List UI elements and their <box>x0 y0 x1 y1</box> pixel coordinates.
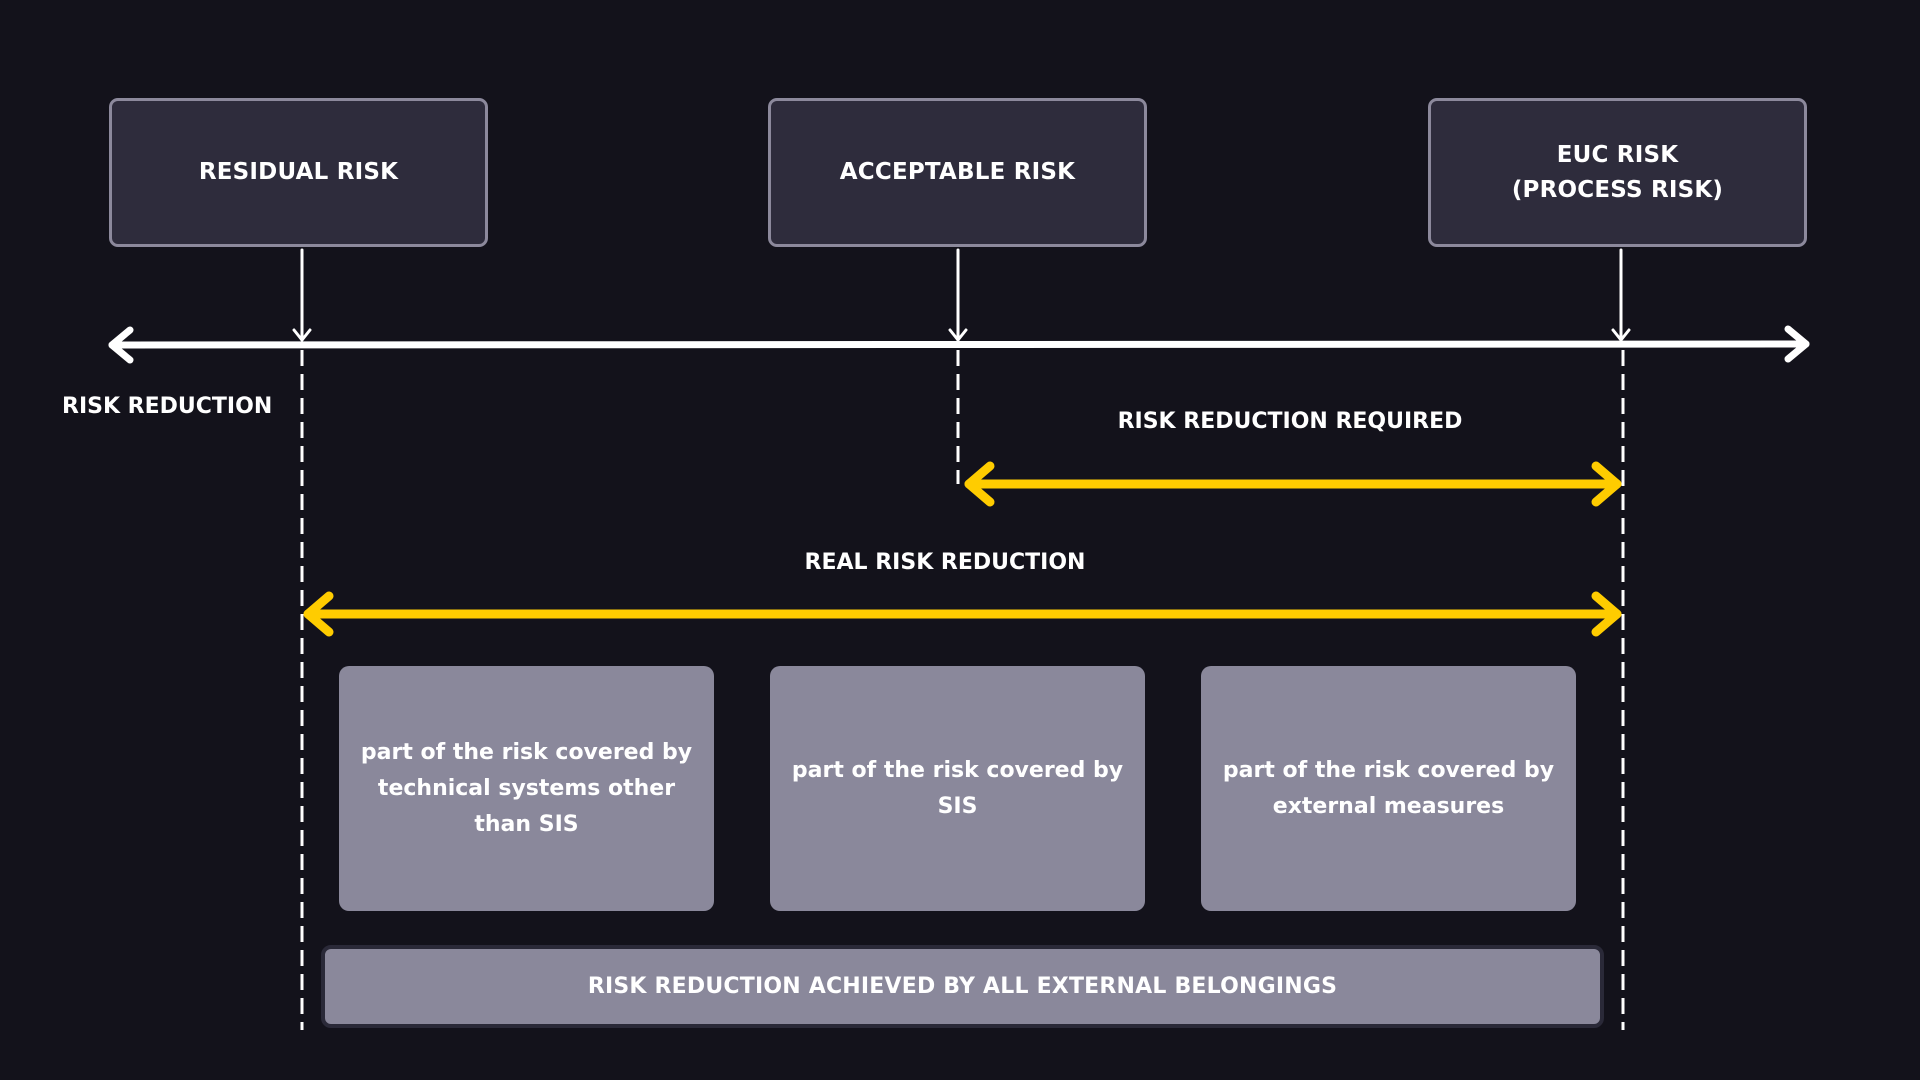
total-reduction-label: RISK REDUCTION ACHIEVED BY ALL EXTERNAL … <box>587 974 1338 999</box>
part-box-external-measures: part of the risk covered by external mea… <box>1201 666 1576 911</box>
required-arrow-right-head <box>1591 461 1622 507</box>
risk-reduction-required-label: RISK REDUCTION REQUIRED <box>1117 409 1463 434</box>
real-arrow-left-head <box>303 591 334 637</box>
total-reduction-bar: RISK REDUCTION ACHIEVED BY ALL EXTERNAL … <box>321 945 1604 1028</box>
residual-risk-label: RESIDUAL RISK <box>198 159 399 185</box>
connector-acceptable-arrowhead <box>948 328 968 342</box>
axis-right-arrowhead <box>1784 325 1810 363</box>
risk-reduction-axis-label: RISK REDUCTION <box>62 394 273 419</box>
acceptable-risk-label: ACCEPTABLE RISK <box>839 159 1076 185</box>
connector-euc-arrowhead <box>1611 328 1631 342</box>
part-box-other-technical-systems: part of the risk covered by technical sy… <box>339 666 714 911</box>
euc-risk-box: EUC RISK (PROCESS RISK) <box>1428 98 1807 247</box>
acceptable-risk-box: ACCEPTABLE RISK <box>768 98 1147 247</box>
axis-left-arrowhead <box>108 326 134 364</box>
real-risk-reduction-label: REAL RISK REDUCTION <box>804 550 1086 575</box>
part-box-label: part of the risk covered by technical sy… <box>360 739 693 837</box>
residual-risk-box: RESIDUAL RISK <box>109 98 488 247</box>
connector-residual-arrowhead <box>292 328 312 342</box>
euc-risk-label: EUC RISK (PROCESS RISK) <box>1511 141 1724 203</box>
required-arrow-left-head <box>964 461 995 507</box>
real-arrow-right-head <box>1591 591 1622 637</box>
risk-axis <box>108 325 1810 364</box>
part-box-label: part of the risk covered by external mea… <box>1222 757 1555 819</box>
part-box-label: part of the risk covered by SIS <box>791 757 1124 819</box>
part-box-sis: part of the risk covered by SIS <box>770 666 1145 911</box>
